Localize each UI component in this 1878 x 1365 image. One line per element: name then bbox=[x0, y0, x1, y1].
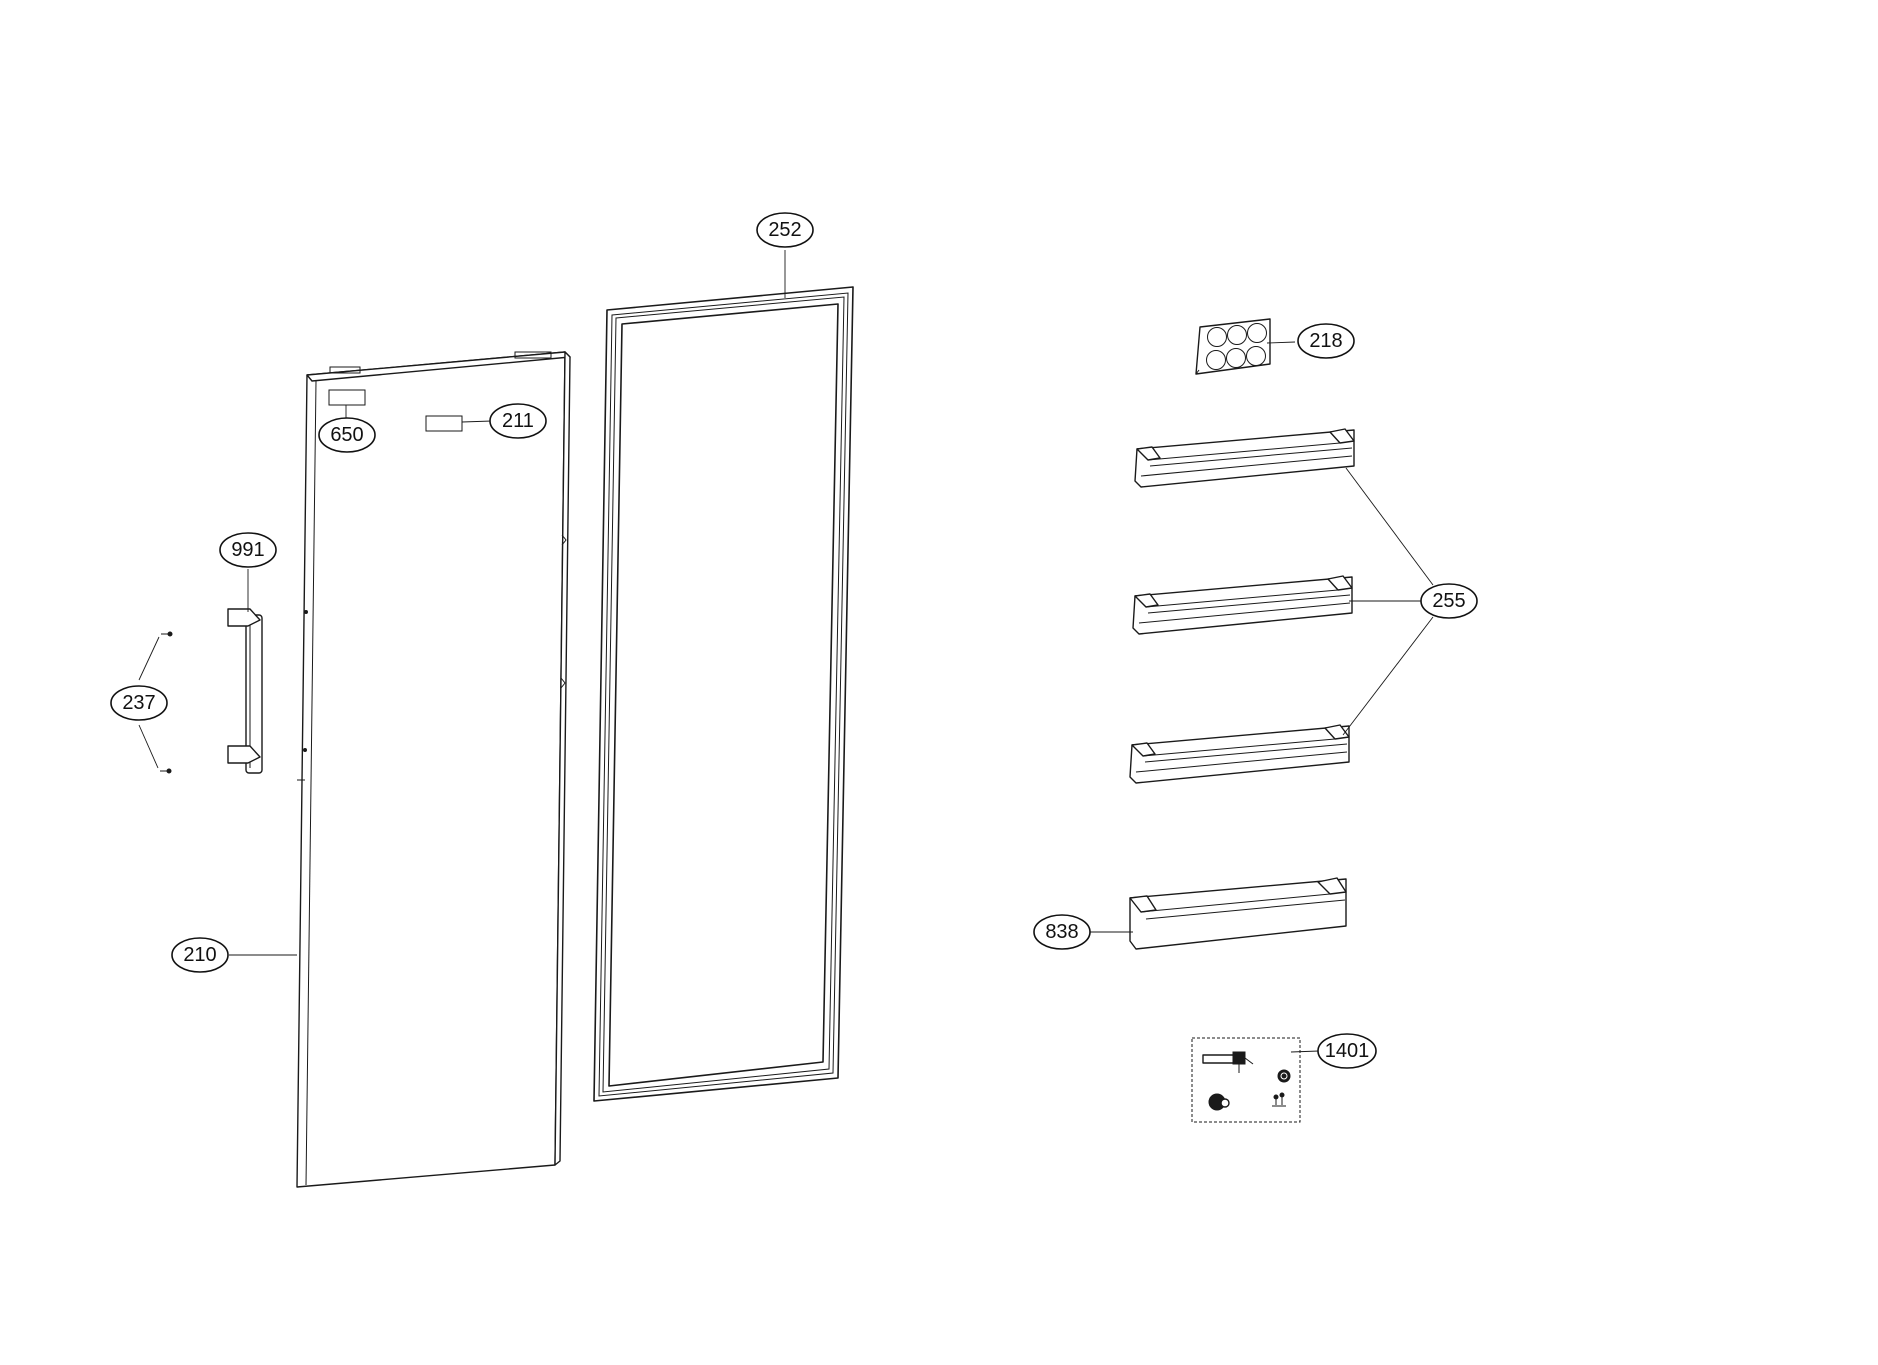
door-bin-1 bbox=[1134, 428, 1355, 488]
callout-label: 991 bbox=[231, 539, 264, 561]
callout-label: 211 bbox=[502, 410, 534, 432]
callout-label: 237 bbox=[122, 692, 155, 714]
label-211-part bbox=[425, 415, 463, 432]
door-bin-2 bbox=[1132, 575, 1353, 635]
door-gasket bbox=[593, 286, 854, 1102]
callout-255: 255 bbox=[1420, 583, 1478, 619]
leader-lines bbox=[138, 250, 1434, 1053]
callout-label: 218 bbox=[1309, 330, 1342, 352]
callout-label: 252 bbox=[768, 219, 801, 241]
callout-1401: 1401 bbox=[1317, 1033, 1377, 1069]
hardware-kit bbox=[1191, 1037, 1301, 1123]
callout-label: 255 bbox=[1432, 590, 1465, 612]
callout-237: 237 bbox=[110, 685, 168, 721]
callout-650: 650 bbox=[318, 417, 376, 453]
egg-tray bbox=[1195, 318, 1271, 375]
callout-218: 218 bbox=[1297, 323, 1355, 359]
callout-838: 838 bbox=[1033, 914, 1091, 950]
screws bbox=[160, 631, 173, 774]
label-650-part bbox=[328, 389, 366, 406]
callout-252: 252 bbox=[756, 212, 814, 248]
door-panel bbox=[296, 351, 571, 1188]
callout-label: 650 bbox=[330, 424, 363, 446]
callout-210: 210 bbox=[171, 937, 229, 973]
tall-door-bin bbox=[1129, 877, 1347, 950]
callout-label: 838 bbox=[1045, 921, 1078, 943]
callout-991: 991 bbox=[219, 532, 277, 568]
callout-211: 211 bbox=[489, 403, 547, 439]
callout-label: 210 bbox=[183, 944, 216, 966]
callout-label: 1401 bbox=[1325, 1040, 1370, 1062]
door-bin-3 bbox=[1129, 724, 1350, 784]
door-handle bbox=[227, 608, 263, 774]
